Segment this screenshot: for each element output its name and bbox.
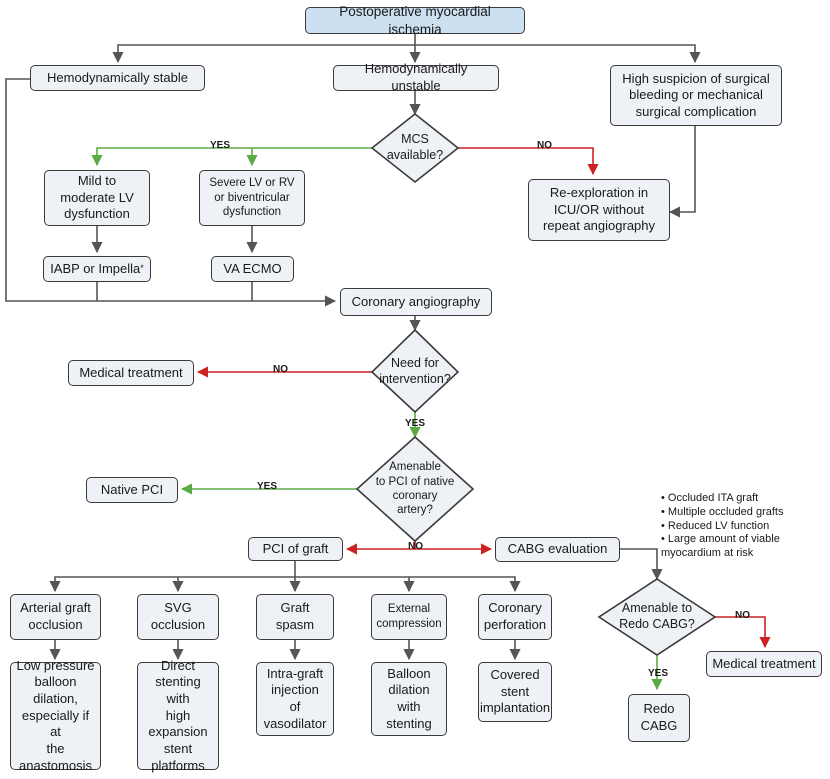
- node-mild-lv-dysfunction: Mild to moderate LV dysfunction: [44, 170, 150, 226]
- label-native-yes: YES: [257, 481, 278, 492]
- cabg-criteria-list: Occluded ITA graft Multiple occluded gra…: [661, 492, 783, 561]
- node-external-compression: External compression: [371, 594, 447, 640]
- node-low-pressure-balloon: Low pressure balloon dilation, especiall…: [10, 658, 101, 773]
- label-need-no: NO: [273, 364, 288, 375]
- node-intra-graft-injection: Intra-graft injection of vasodilator: [256, 662, 334, 736]
- redo-diamond: [597, 578, 717, 656]
- node-postoperative-myocardial-ischemia: Postoperative myocardial ischemia: [305, 4, 525, 37]
- decision-mcs-available: MCS available?: [386, 132, 444, 162]
- label-mcs-yes: YES: [210, 140, 231, 151]
- node-graft-spasm: Graft spasm: [256, 594, 334, 640]
- node-hemodynamically-unstable: Hemodynamically unstable: [333, 61, 499, 93]
- cabg-criterion: Occluded ITA graft: [661, 492, 783, 506]
- decision-need-for-intervention: Need for intervention?: [379, 356, 451, 386]
- node-high-suspicion: High suspicion of surgical bleeding or m…: [610, 65, 782, 126]
- cabg-criterion: Multiple occluded grafts: [661, 505, 784, 520]
- asterisk-note-mark: *: [140, 263, 144, 274]
- node-hemodynamically-stable: Hemodynamically stable: [30, 65, 205, 91]
- need-diamond: [370, 328, 460, 414]
- node-severe-dysfunction: Severe LV or RV or biventricular dysfunc…: [199, 170, 305, 226]
- node-pci-of-graft: PCI of graft: [248, 537, 343, 561]
- node-native-pci: Native PCI: [86, 477, 178, 503]
- node-medical-treatment-1: Medical treatment: [68, 360, 194, 386]
- node-re-exploration: Re-exploration in ICU/OR without repeat …: [528, 179, 670, 241]
- label-native-no: NO: [408, 541, 423, 552]
- cabg-criterion-text: Large amount of viable myocardium at ris…: [661, 533, 780, 559]
- label-redo-yes: YES: [648, 668, 669, 679]
- node-covered-stent: Covered stent implantation: [478, 662, 552, 722]
- cabg-criterion-text: Multiple occluded grafts: [667, 505, 784, 518]
- cabg-criterion-text: Occluded ITA graft: [667, 492, 759, 504]
- node-svg-occlusion: SVG occlusion: [137, 594, 219, 640]
- node-direct-stenting: Direct stenting with high expansion sten…: [137, 658, 219, 773]
- label-redo-no: NO: [735, 610, 750, 621]
- decision-amenable-redo-cabg: Amenable to Redo CABG?: [619, 601, 695, 631]
- node-iabp-label: IABP or Impella: [50, 260, 141, 276]
- node-va-ecmo: VA ECMO: [211, 256, 294, 282]
- amenable-native-diamond: [355, 435, 475, 543]
- cabg-criterion-text: Reduced LV function: [667, 519, 770, 532]
- node-medical-treatment-2: Medical treatment: [706, 651, 822, 677]
- node-iabp-impella: IABP or Impella*: [43, 256, 151, 282]
- cabg-criterion: Large amount of viable myocardium at ris…: [661, 533, 783, 561]
- node-arterial-graft-occlusion: Arterial graft occlusion: [10, 594, 101, 640]
- node-cabg-evaluation: CABG evaluation: [495, 537, 620, 562]
- decision-amenable-native-pci: Amenable to PCI of native coronary arter…: [375, 461, 455, 517]
- cabg-criterion: Reduced LV function: [661, 520, 783, 534]
- mcs-diamond: [370, 112, 460, 184]
- label-need-yes: YES: [405, 418, 426, 429]
- node-balloon-dilation-stenting: Balloon dilation with stenting: [371, 662, 447, 736]
- node-coronary-perforation: Coronary perforation: [478, 594, 552, 640]
- label-mcs-no: NO: [537, 140, 552, 151]
- node-redo-cabg: Redo CABG: [628, 694, 690, 742]
- node-coronary-angiography: Coronary angiography: [340, 288, 492, 316]
